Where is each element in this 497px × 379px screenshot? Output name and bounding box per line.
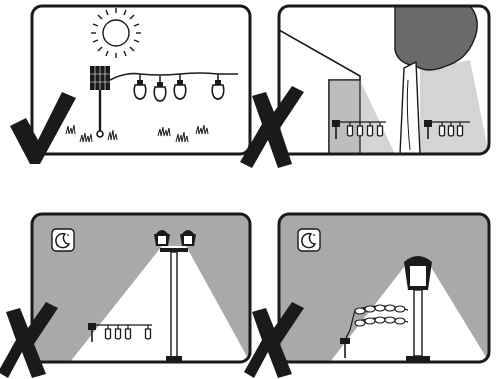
panel-night-near-street-lamp: [0, 212, 252, 378]
panel-night-near-lantern-post: [244, 212, 491, 378]
cross-icon: [0, 302, 58, 378]
solar-panel-icon: [340, 338, 350, 358]
string-lights-icon: [109, 72, 238, 102]
string-lights-icon: [345, 304, 409, 339]
building-icon: [279, 28, 361, 154]
panel-sunny-open-ground: [10, 4, 252, 164]
solar-panel-icon: [90, 66, 110, 138]
panel-shaded-by-building-and-tree: [240, 4, 491, 168]
cross-icon: [244, 302, 304, 378]
lantern-post-icon: [404, 256, 432, 362]
string-lights-icon: [96, 324, 152, 340]
tree-icon: [394, 6, 478, 154]
sun-icon: [91, 8, 141, 58]
cross-icon: [240, 86, 304, 168]
string-lights-icon: [340, 121, 386, 137]
checkmark-icon: [10, 92, 76, 164]
moon-icon: [51, 228, 75, 252]
light-beam: [330, 262, 489, 362]
moon-icon: [297, 228, 321, 252]
string-lights-icon: [432, 121, 470, 137]
grass-icon: [65, 124, 209, 143]
street-lamp-icon: [154, 230, 196, 361]
